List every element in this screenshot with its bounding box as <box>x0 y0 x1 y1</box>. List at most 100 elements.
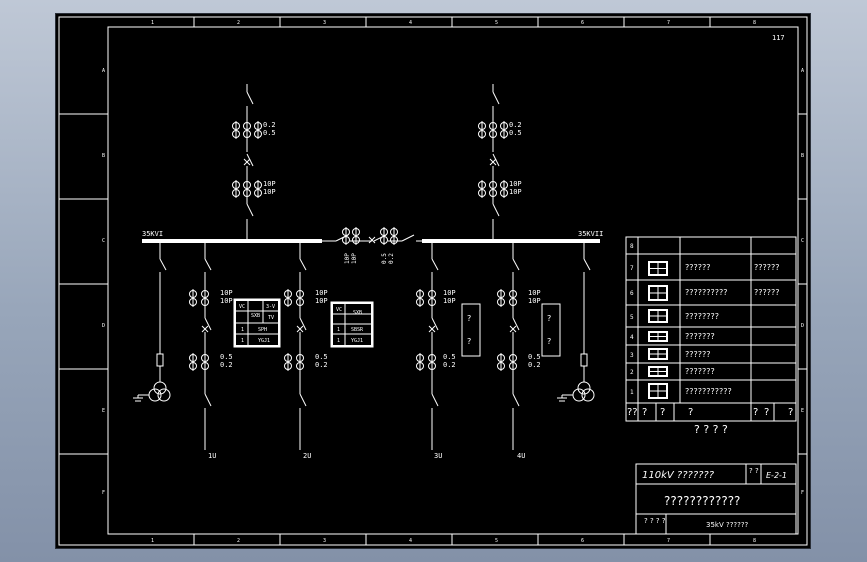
column-label-top: 3 <box>323 20 326 26</box>
feeder-1-label: 1U <box>208 452 216 460</box>
column-label-top: 4 <box>409 20 412 26</box>
tie-ct-right-2: 0.2 <box>388 253 395 264</box>
feeder-2-m2: 0.2 <box>315 361 328 369</box>
feeder-1-m1: 0.5 <box>220 353 233 361</box>
feeder-2-ct-m-b-0 <box>284 361 292 371</box>
page-number: 117 <box>772 34 785 42</box>
zone-ticks <box>59 17 807 545</box>
inner-frame <box>107 26 799 535</box>
column-label-top: 2 <box>237 20 240 26</box>
legend-row-4-no: 4 <box>630 334 634 341</box>
feeder-3 <box>428 243 439 450</box>
feeder-2-m1: 0.5 <box>315 353 328 361</box>
tie-ct-right-lower-1 <box>390 235 398 245</box>
box2-c2: SXB <box>353 310 362 316</box>
box1-c4: TV <box>268 315 274 321</box>
feeder-4-m1: 0.5 <box>528 353 541 361</box>
outer-frame <box>58 16 808 546</box>
pt-bay-right <box>557 243 595 402</box>
feeder-3-label: 3U <box>434 452 442 460</box>
feeder-1-ct-p-b-1 <box>201 297 209 307</box>
tie-ct-left-lower-1 <box>352 235 360 245</box>
feeder-lines <box>189 243 520 450</box>
legend-row-1-no: 1 <box>630 389 634 396</box>
feeder-2-ct-m-b-1 <box>296 361 304 371</box>
feeder-4-ct-p-b-0 <box>497 297 505 307</box>
row-label-left: F <box>102 490 105 496</box>
legend-symbol-6 <box>648 285 668 301</box>
feeder-2-p1: 10P <box>315 289 328 297</box>
legend-row-5-name: ???????? <box>685 312 719 321</box>
legend-caption: ? ? ? ? <box>694 423 728 436</box>
incomer-2-ct-upper-b-0 <box>478 129 486 139</box>
incomer-2-ct-lower-b-0 <box>478 188 486 198</box>
row-label-right: A <box>801 68 804 74</box>
feeder-1-m2: 0.2 <box>220 361 233 369</box>
incomer-1-ct-upper-b-2 <box>254 129 262 139</box>
title-subtitle: 35kV ?????? <box>706 521 749 529</box>
legend-footer-4: ? <box>688 407 693 418</box>
device-box-1 <box>233 298 281 348</box>
column-label-bottom: 2 <box>237 538 240 544</box>
device-box-2 <box>330 301 374 348</box>
row-label-right: D <box>801 323 804 329</box>
legend-footer-5: ? <box>753 407 758 418</box>
feeder-4-p2: 10P <box>528 297 541 305</box>
legend-row-3-name: ?????? <box>685 350 710 359</box>
feeder-4-ct-p-b-1 <box>509 297 517 307</box>
pt-bay-left <box>133 243 171 402</box>
feeder-3-m2: 0.2 <box>443 361 456 369</box>
incomer-2 <box>489 84 500 239</box>
legend-header-no: 8 <box>630 243 634 250</box>
column-label-top: 8 <box>753 20 756 26</box>
column-label-bottom: 1 <box>151 538 154 544</box>
box2-c1: VC <box>336 307 342 313</box>
box2-c3: 1 <box>337 327 340 333</box>
feeder-4 <box>509 243 520 450</box>
legend-row-7-name: ?????? <box>685 263 710 272</box>
legend-row-6-no: 6 <box>630 290 634 297</box>
tie-ct-left-1: 10P <box>344 253 351 264</box>
feeder-3-ct-p-b-1 <box>428 297 436 307</box>
question-box-2 <box>541 303 561 357</box>
question-box-2-bottom: ? <box>547 337 551 346</box>
incomer-1-ct-lower-b-1 <box>243 188 251 198</box>
legend-row-2-name: ??????? <box>685 367 715 376</box>
incomer-1-ct-p1: 10P <box>263 180 276 188</box>
incomer-2-ct-upper-b-1 <box>489 129 497 139</box>
incomer-2-ct-p1: 10P <box>509 180 522 188</box>
feeder-1-p1: 10P <box>220 289 233 297</box>
row-label-right: F <box>801 490 804 496</box>
incomer-1-ct-upper-b-0 <box>232 129 240 139</box>
legend-symbol-column <box>648 261 668 399</box>
legend-footer-6: ? <box>764 407 769 418</box>
incomer-2-ct-a1: 0.2 <box>509 121 522 129</box>
incomer-2-ct-lower-b-2 <box>500 188 508 198</box>
row-label-left: D <box>102 323 105 329</box>
legend-footer-2: ? <box>642 407 647 418</box>
feeder-4-m2: 0.2 <box>528 361 541 369</box>
tie-ct-right-1: 0.5 <box>381 253 388 264</box>
feeder-2-ct-p-b-1 <box>296 297 304 307</box>
feeder-1 <box>201 243 212 450</box>
column-label-bottom: 5 <box>495 538 498 544</box>
incomer-1 <box>243 84 254 239</box>
box1-c2: SXB <box>251 313 260 319</box>
title-rev: ? ? <box>749 467 759 475</box>
box1-c3: 3-V <box>266 304 275 310</box>
incomer-1-ct-lower-b-2 <box>254 188 262 198</box>
bus-tie <box>322 234 422 244</box>
feeder-1-ct-m-b-1 <box>201 361 209 371</box>
row-label-right: B <box>801 153 804 159</box>
column-label-top: 6 <box>581 20 584 26</box>
legend-table <box>625 236 797 422</box>
column-label-bottom: 3 <box>323 538 326 544</box>
title-drawing-no: E-2-1 <box>766 471 787 480</box>
row-label-left: C <box>102 238 105 244</box>
tie-ct-right-lower-0 <box>380 235 388 245</box>
legend-row-6-name: ?????????? <box>685 288 727 297</box>
incomer-2-ct-lower-b-1 <box>489 188 497 198</box>
